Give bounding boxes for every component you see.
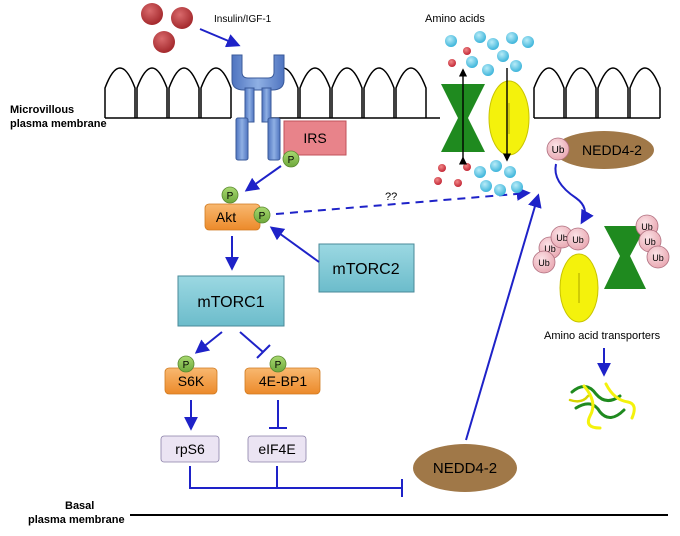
- mtorc1-inhibits-4ebp1: [239, 331, 271, 359]
- membrane-top-label-line2: plasma membrane: [10, 118, 107, 130]
- irs-label: IRS: [303, 130, 326, 146]
- s6k-phospho: [177, 355, 195, 373]
- akt-phospho-side: [253, 206, 271, 224]
- mtorc2-to-akt-arrow: [269, 226, 320, 263]
- amino-acids-label: Amino acids: [425, 13, 485, 25]
- nedd42-cytoplasmic: [413, 444, 517, 492]
- irs-box: [283, 120, 347, 156]
- insulin-receptor: [231, 54, 285, 161]
- ubiquitin-marker: [546, 137, 570, 161]
- insulin-label: Insulin/IGF-1: [214, 14, 272, 25]
- svg-text:Ub: Ub: [572, 235, 584, 245]
- mtorc1-to-s6k-arrow: [194, 331, 223, 354]
- eif4e-label: eIF4E: [258, 441, 295, 457]
- nedd42-membrane: [554, 131, 654, 169]
- ubiquitin-label: Ub: [552, 145, 565, 156]
- 4ebp1-phospho-label: P: [275, 360, 282, 371]
- rps6-box: [160, 435, 220, 463]
- membrane-bottom-label-line1: Basal: [65, 500, 94, 512]
- svg-text:Ub: Ub: [544, 244, 556, 254]
- nedd42-to-membrane-arrow: [465, 193, 542, 441]
- ubiquitin-chain-yellow: Ub Ub Ub Ub: [532, 225, 590, 274]
- 4ebp1-label: 4E-BP1: [259, 373, 307, 389]
- svg-text:Ub: Ub: [538, 258, 550, 268]
- svg-text:Ub: Ub: [652, 253, 664, 263]
- membrane-top-label-line1: Microvillous: [10, 104, 74, 116]
- akt-phospho-top-label: P: [227, 191, 234, 202]
- insulin-ligand: [153, 31, 175, 53]
- mtorc2-box: [318, 243, 415, 293]
- 4ebp1-phospho: [269, 355, 287, 373]
- svg-text:Ub: Ub: [556, 233, 568, 243]
- svg-text:Ub: Ub: [641, 222, 653, 232]
- nedd42-membrane-label: NEDD4-2: [582, 142, 642, 158]
- irs-to-akt-arrow: [244, 165, 282, 192]
- s6k-label: S6K: [178, 373, 205, 389]
- microvillous-membrane: [104, 67, 661, 119]
- nedd42-cytoplasmic-label: NEDD4-2: [433, 460, 497, 477]
- akt-label: Akt: [216, 209, 236, 225]
- mtorc1-label: mTORC1: [197, 294, 264, 311]
- rps6-label: rpS6: [175, 441, 205, 457]
- insulin-ligand: [141, 3, 163, 25]
- 4ebp1-inhibits-eif4e: [269, 400, 287, 429]
- translation-inhibits-nedd42: [189, 466, 403, 497]
- insulin-arrow: [199, 28, 241, 48]
- akt-phospho-side-label: P: [259, 211, 266, 222]
- transporters-label: Amino acid transporters: [544, 330, 661, 342]
- insulin-ligand: [171, 7, 193, 29]
- unknown-mechanism-label: ??: [385, 191, 397, 203]
- degraded-transporter: [568, 382, 636, 430]
- akt-to-transporter-dashed-arrow: [275, 186, 531, 215]
- amino-acid-particles-bottom: [434, 160, 523, 196]
- irs-phospho-label: P: [288, 155, 295, 166]
- ubiquitination-arrow: [554, 163, 594, 225]
- akt-phospho-top: [221, 186, 239, 204]
- amino-acid-particles-top: [445, 31, 534, 76]
- transporter-green-ubiquitinated: [604, 226, 646, 289]
- irs-phospho: [282, 150, 300, 168]
- mtorc2-label: mTORC2: [332, 261, 399, 278]
- mtorc1-box: [177, 275, 285, 327]
- s6k-phospho-label: P: [183, 360, 190, 371]
- ubiquitin-chain-green: Ub Ub Ub: [635, 214, 670, 269]
- eif4e-box: [247, 435, 307, 463]
- svg-text:Ub: Ub: [644, 237, 656, 247]
- membrane-bottom-label-line2: plasma membrane: [28, 514, 125, 526]
